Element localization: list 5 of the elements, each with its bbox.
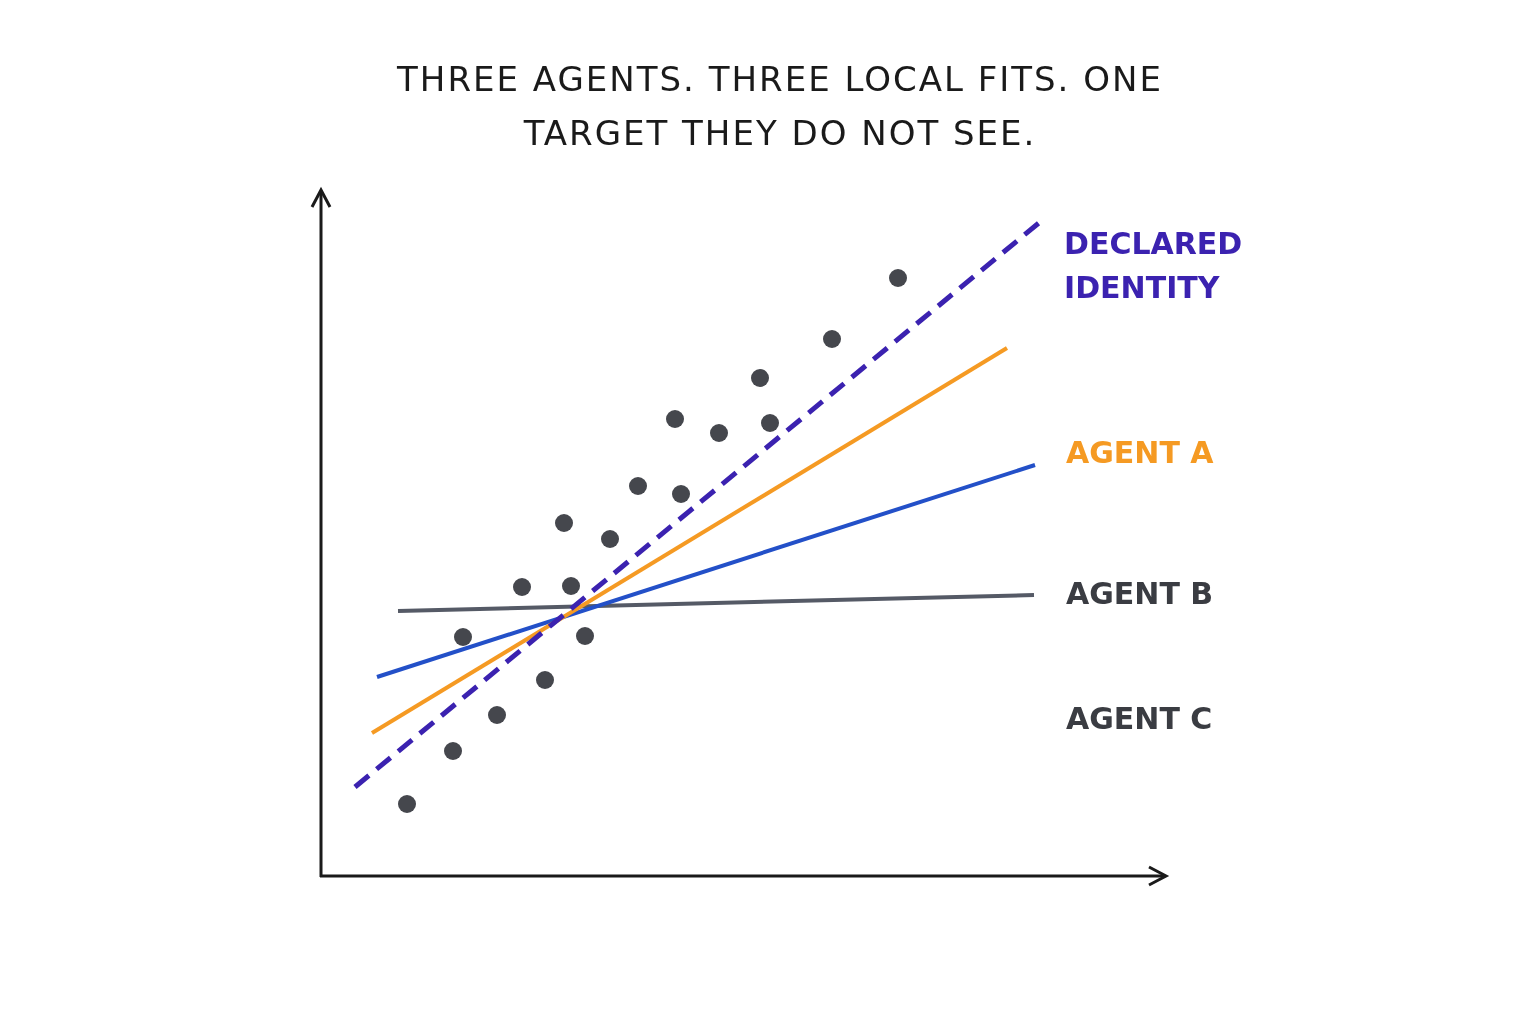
line-label: AGENT A bbox=[1066, 434, 1215, 472]
title: THREE AGENTS. THREE LOCAL FITS. ONE TARGET THEY DO NOT SEE. bbox=[396, 58, 1164, 155]
line-label: AGENT B bbox=[1066, 575, 1215, 613]
line-label: AGENT C bbox=[1066, 700, 1214, 738]
line-label: DECLARED IDENTITY bbox=[1064, 225, 1244, 307]
